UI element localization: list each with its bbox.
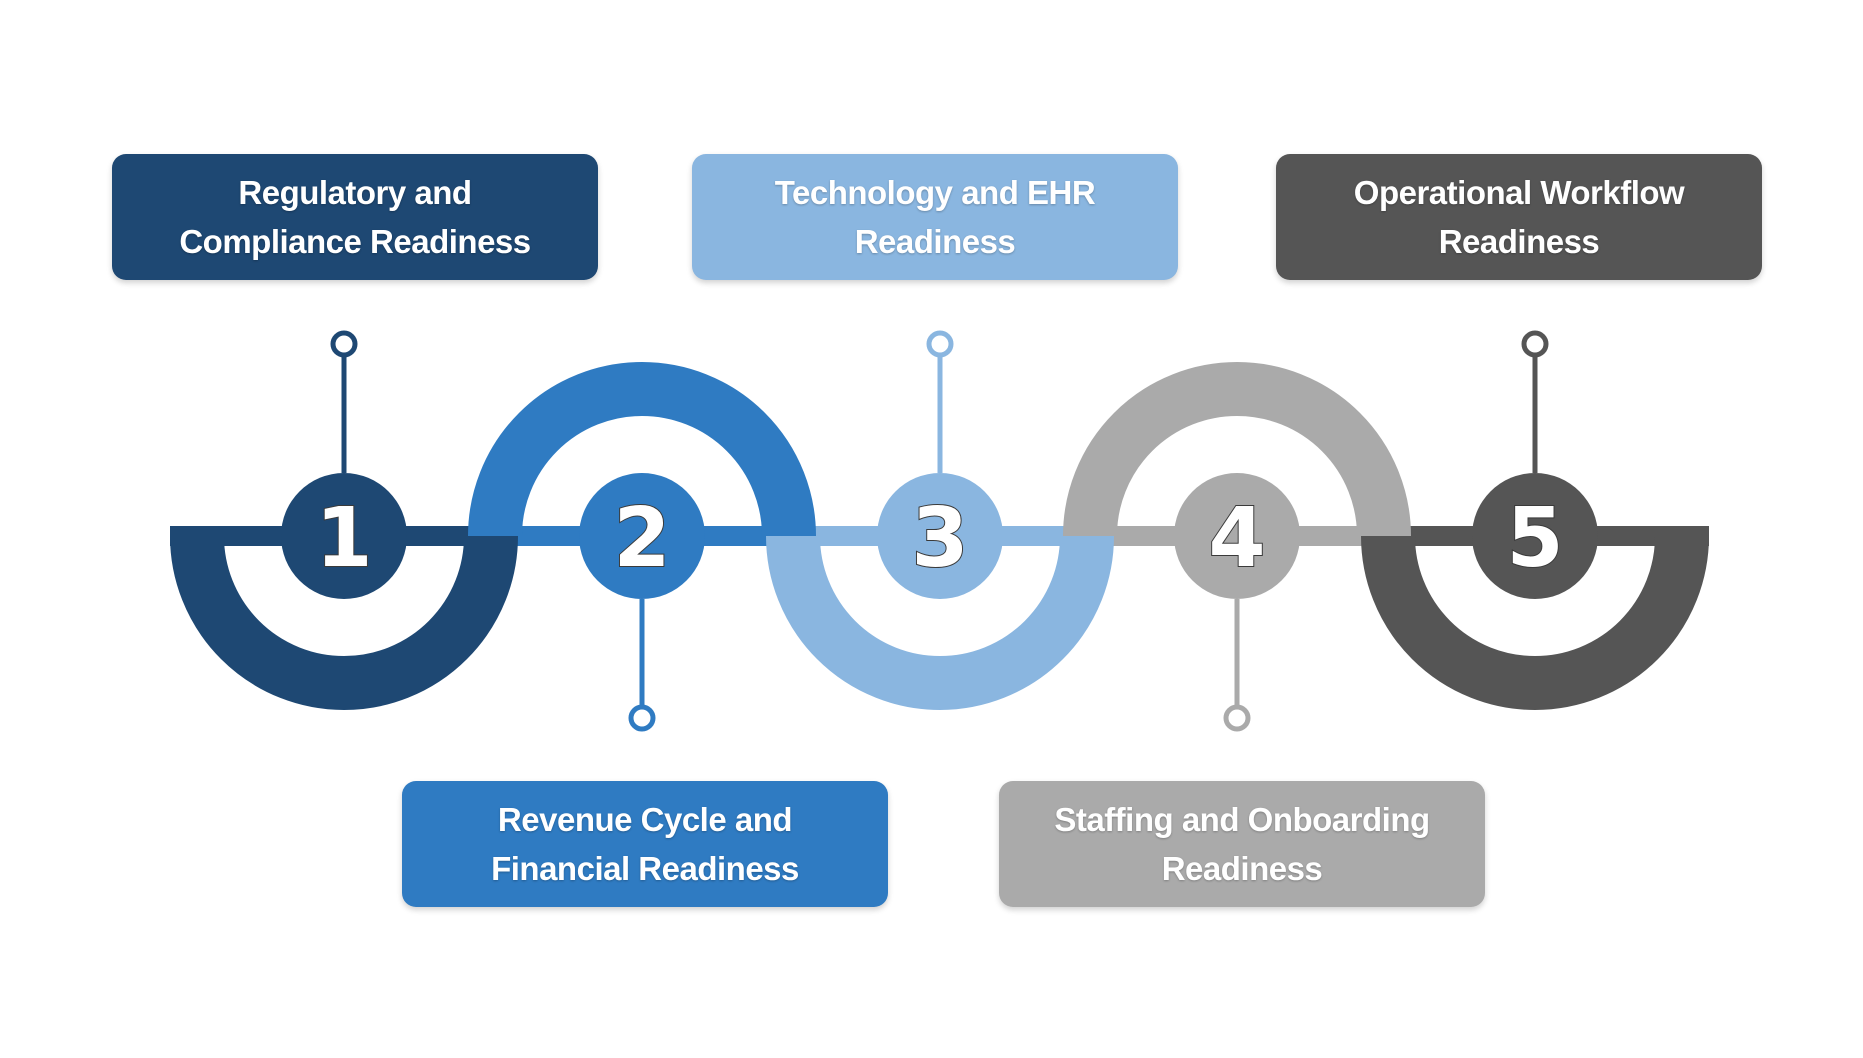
connector-node-1: [330, 330, 358, 358]
track-arc-5: [1361, 535, 1709, 710]
step-1-number: 1: [315, 491, 372, 586]
step-5-number: 5: [1506, 491, 1563, 586]
step-2-number: 2: [613, 491, 670, 586]
step-1-circle: [281, 473, 407, 599]
connector-node-2: [628, 704, 656, 732]
connector-node-5: [1521, 330, 1549, 358]
track-arc-1: [170, 535, 518, 710]
track-arc-3: [766, 535, 1114, 710]
step-3-number: 3: [911, 491, 968, 586]
track-arc-4: [1063, 362, 1411, 537]
connector-node-3: [926, 330, 954, 358]
step-circles: 1 2 3 4 5: [281, 473, 1598, 599]
step-5-circle: [1472, 473, 1598, 599]
step-4-circle: [1174, 473, 1300, 599]
step-3-circle: [877, 473, 1003, 599]
step-2-circle: [579, 473, 705, 599]
connector-node-4: [1223, 704, 1251, 732]
track-arc-2: [468, 362, 816, 537]
connectors: [330, 330, 1549, 732]
step-4-number: 4: [1208, 491, 1265, 586]
